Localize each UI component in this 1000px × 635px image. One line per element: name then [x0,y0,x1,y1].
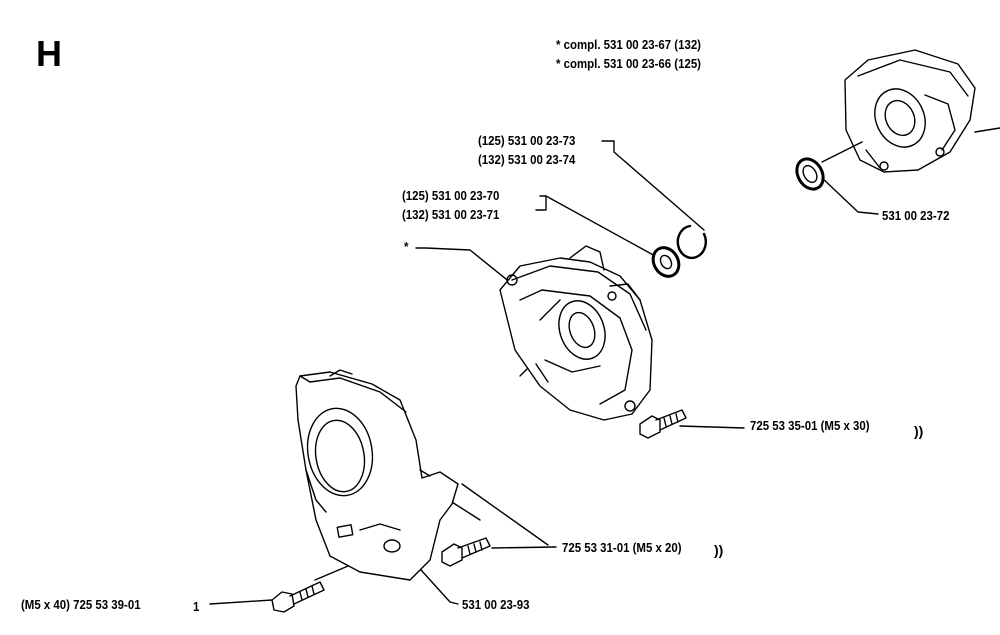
screw-m5x30-drawing [639,409,687,439]
screw-m5x40-drawing [271,581,325,613]
leader-circlip [601,140,705,231]
label-screw-m5x40-qty: 1 [193,599,200,614]
leader-m5x20-b [461,483,549,546]
label-crankcase-star: * [404,239,409,254]
label-bearing-125: (125) 531 00 23-70 [402,188,500,203]
label-screw-m5x40: (M5 x 40) 725 53 39-01 [21,597,141,612]
leader-m5x40 [209,599,273,605]
label-circlip-125: (125) 531 00 23-73 [478,133,576,148]
mark-m5x20: )) [714,542,724,558]
label-ball-bearing: 531 00 23-72 [882,208,950,223]
crankcase-half-main [499,245,653,421]
leader-crankcase [415,247,533,301]
assembly-note-125: * compl. 531 00 23-66 (125) [556,56,701,71]
screw-m5x20-drawing [441,537,491,567]
label-cover: 531 00 23-93 [462,597,530,612]
leader-m5x20-a [491,546,557,549]
mark-m5x30: )) [914,423,924,439]
leader-bearing-tail [545,195,667,263]
label-screw-m5x30: 725 53 35-01 (M5 x 30) [750,418,870,433]
leader-cover [411,559,459,605]
label-bearing-132: (132) 531 00 23-71 [402,207,500,222]
cover-part [295,369,459,581]
label-screw-m5x20: 725 53 31-01 (M5 x 20) [562,540,682,555]
section-letter: H [36,33,62,74]
leader-m5x30 [679,425,745,429]
ball-bearing-right [795,141,863,191]
crankcase-half-right [844,49,1000,173]
leader-ball-bearing [819,175,879,215]
circlip [676,224,707,260]
bearing [651,246,681,278]
label-circlip-132: (132) 531 00 23-74 [478,152,576,167]
leader-bearing [535,195,547,211]
assembly-note-132: * compl. 531 00 23-67 (132) [556,37,701,52]
